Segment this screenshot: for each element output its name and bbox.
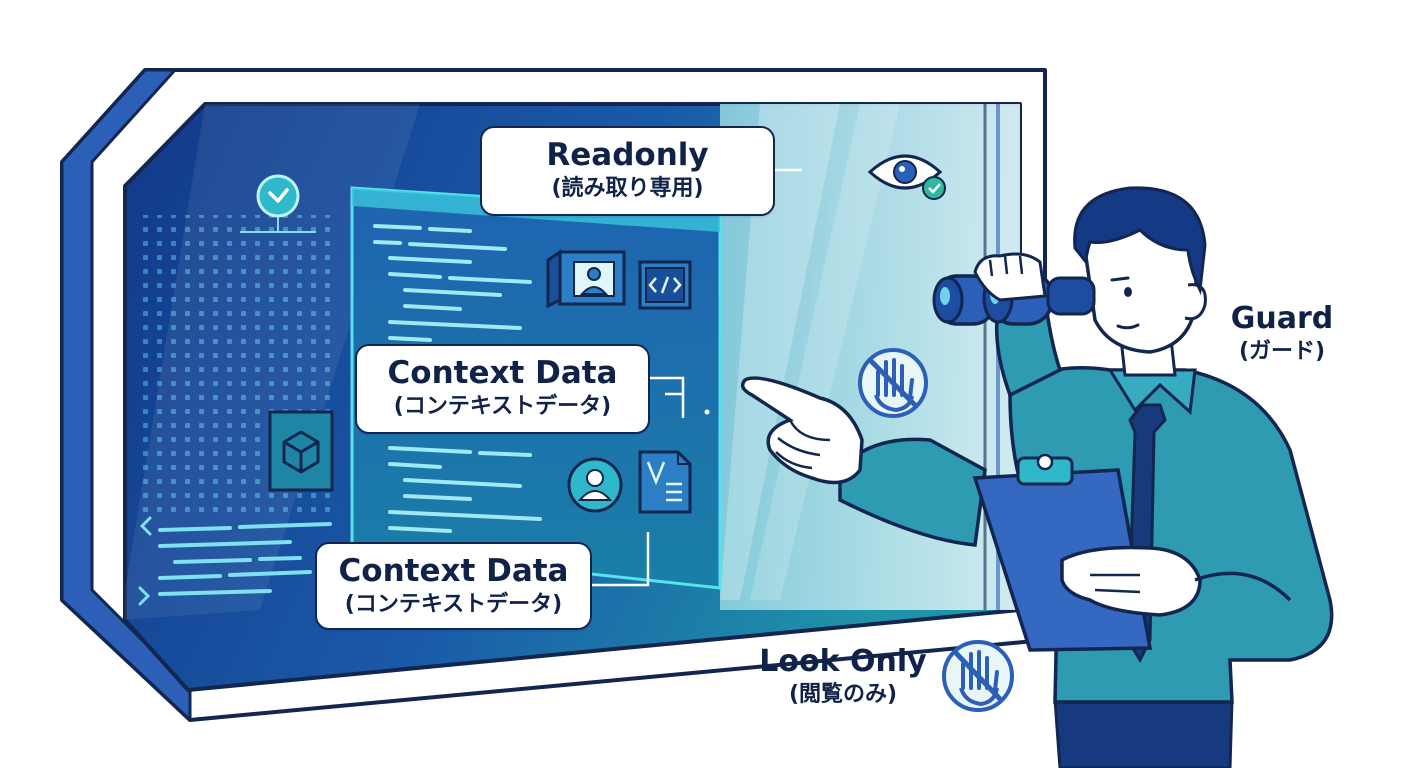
context-data-label-upper: Context Data (コンテキストデータ): [355, 344, 650, 434]
readonly-title: Readonly: [546, 137, 709, 173]
readonly-subtitle: (読み取り専用): [551, 175, 704, 201]
context-data-title-lower: Context Data: [338, 553, 569, 589]
label-connectors: [592, 168, 802, 587]
user-circle-icon: [567, 457, 623, 513]
readonly-label: Readonly (読み取り専用): [480, 126, 775, 216]
code-brackets-icon: [638, 260, 692, 310]
look-only-subtitle: (閲覧のみ): [788, 681, 898, 707]
look-only-no-touch-icon: [942, 640, 1014, 712]
chevron-right-icon: [138, 586, 151, 606]
context-data-label-lower: Context Data (コンテキストデータ): [315, 542, 592, 630]
no-touch-hand-icon: [858, 348, 928, 418]
look-only-label: Look Only (閲覧のみ): [748, 644, 938, 707]
shield-check-icon: [240, 174, 316, 233]
look-only-title: Look Only: [759, 644, 927, 679]
context-data-subtitle-lower: (コンテキストデータ): [344, 591, 563, 617]
guard-subtitle: (ガード): [1238, 338, 1326, 364]
document-icon: [638, 450, 692, 514]
guard-title: Guard: [1230, 301, 1334, 336]
eye-check-icon: [867, 154, 946, 200]
context-data-subtitle-upper: (コンテキストデータ): [393, 393, 612, 419]
guard-person: [740, 186, 1334, 768]
user-card-icon: [546, 249, 626, 309]
box-icon: [268, 410, 334, 492]
chevron-left-icon: [139, 516, 152, 536]
code-lines-bottom: [158, 522, 332, 596]
context-data-title-upper: Context Data: [387, 355, 618, 391]
guard-label: Guard (ガード): [1212, 301, 1352, 364]
